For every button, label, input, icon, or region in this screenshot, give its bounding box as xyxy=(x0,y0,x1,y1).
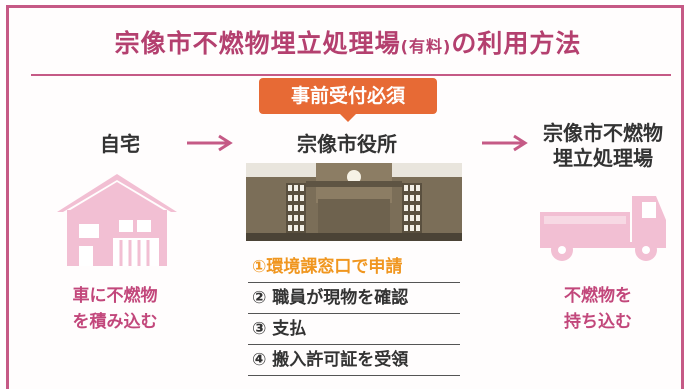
home-caption: 車に不燃物 を積み込む xyxy=(72,286,158,333)
badge-pointer xyxy=(339,113,357,122)
landfill-caption: 不燃物を 持ち込む xyxy=(564,286,632,333)
step-inspection: ② 職員が現物を確認 xyxy=(248,283,460,314)
truck-icon xyxy=(540,196,666,261)
city-hall-label: 宗像市役所 xyxy=(297,132,397,156)
title-divider xyxy=(31,74,671,76)
landfill-label: 宗像市不燃物 埋立処理場 xyxy=(543,121,663,170)
application-steps: ①環境課窓口で申請 ② 職員が現物を確認 ③ 支払 ④ 搬入許可証を受領 xyxy=(248,252,460,376)
house-icon xyxy=(57,174,177,266)
arrow-right-icon xyxy=(187,134,233,152)
page-title: 宗像市不燃物埋立処理場(有料)の利用方法 xyxy=(114,29,582,58)
step-payment: ③ 支払 xyxy=(248,314,460,345)
step-apply: ①環境課窓口で申請 xyxy=(248,252,460,283)
home-label: 自宅 xyxy=(100,132,140,156)
city-hall-photo xyxy=(246,163,462,241)
arrow-right-icon xyxy=(482,134,528,152)
step-permit: ④ 搬入許可証を受領 xyxy=(248,345,460,376)
prior-registration-badge: 事前受付必須 xyxy=(259,78,437,114)
